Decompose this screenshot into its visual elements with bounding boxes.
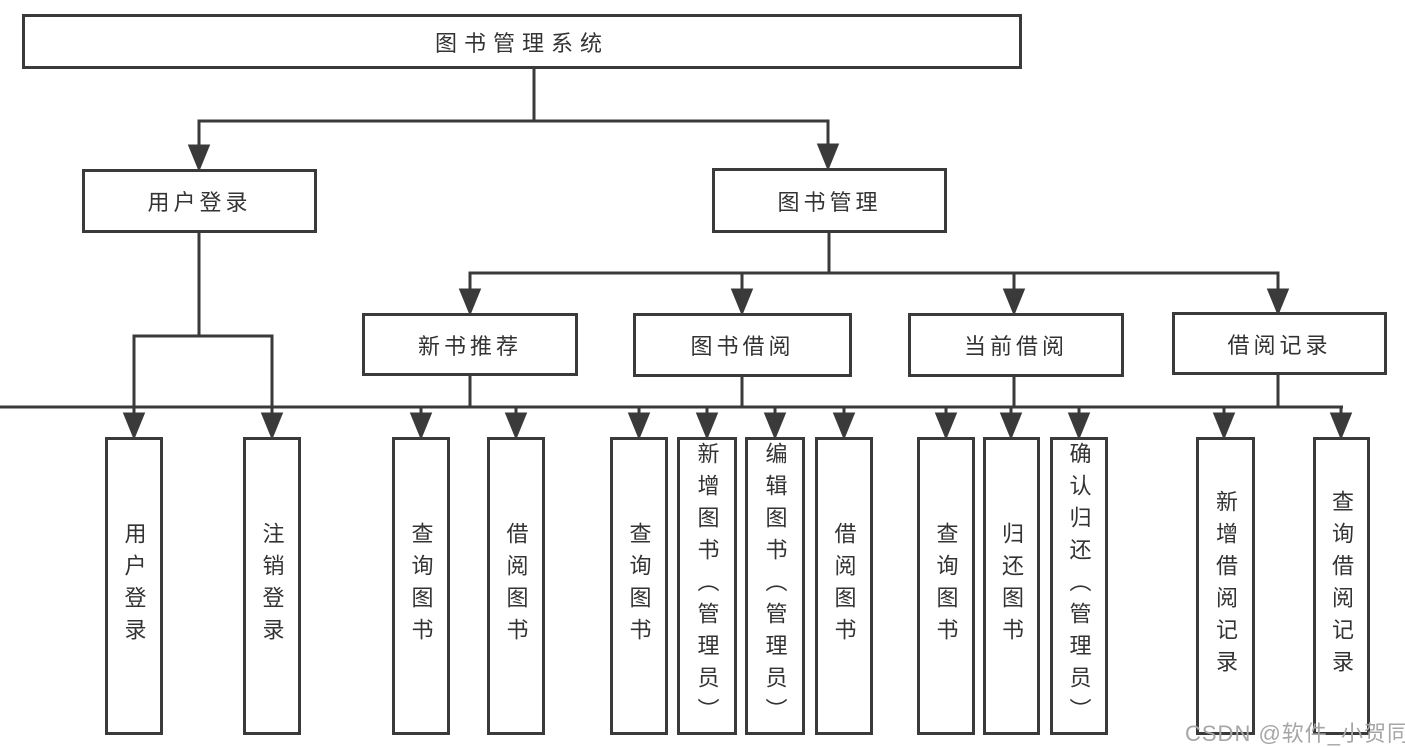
node-label: 用户登录	[147, 190, 252, 215]
leaf-label: 查询借阅记录	[1329, 490, 1355, 682]
leaf-user-login: 用户登录	[105, 437, 163, 735]
connector-user-login	[122, 233, 284, 440]
leaf-label: 查询图书	[408, 522, 434, 650]
node-label: 图书借阅	[690, 334, 795, 359]
leaf-borrow-book: 借阅图书	[815, 437, 873, 735]
leaf-logout: 注销登录	[243, 437, 301, 735]
node-label: 图书管理系统	[434, 30, 609, 56]
node-label: 图书管理	[777, 189, 882, 215]
leaf-label: 借阅图书	[831, 522, 857, 650]
node-library-management-system: 图书管理系统	[22, 14, 1022, 69]
leaf-query-current-book: 查询图书	[917, 437, 975, 735]
leaf-label: 新增图书（管理员）	[694, 442, 720, 730]
leaf-label: 查询图书	[933, 522, 959, 650]
leaf-label: 编辑图书（管理员）	[762, 442, 788, 730]
csdn-watermark: CSDN @软件_小贺同学	[1185, 721, 1405, 746]
leaf-label: 归还图书	[999, 522, 1025, 650]
node-label: 新书推荐	[417, 333, 522, 359]
leaf-query-borrow-record: 查询借阅记录	[1313, 437, 1370, 735]
leaf-confirm-return-admin: 确认归还（管理员）	[1050, 437, 1108, 735]
leaf-return-book: 归还图书	[983, 437, 1040, 735]
connector-root	[187, 69, 840, 172]
leaf-label: 用户登录	[121, 522, 147, 650]
leaf-label: 确认归还（管理员）	[1066, 442, 1092, 730]
leaf-query-book: 查询图书	[610, 437, 668, 735]
connector-book-management	[458, 233, 1290, 316]
node-borrow-records: 借阅记录	[1172, 312, 1387, 375]
leaf-label: 新增借阅记录	[1213, 490, 1239, 682]
node-book-borrow: 图书借阅	[633, 313, 852, 377]
node-new-book-recommend: 新书推荐	[362, 313, 578, 376]
node-label: 当前借阅	[963, 334, 1068, 359]
leaf-label: 借阅图书	[503, 522, 529, 650]
connector-borrow-records	[0, 375, 1353, 440]
leaf-borrow-book-recommend: 借阅图书	[487, 437, 545, 735]
leaf-add-book-admin: 新增图书（管理员）	[677, 437, 737, 735]
leaf-add-borrow-record: 新增借阅记录	[1196, 437, 1255, 735]
node-user-login: 用户登录	[82, 169, 317, 233]
leaf-label: 注销登录	[259, 522, 285, 650]
leaf-edit-book-admin: 编辑图书（管理员）	[745, 437, 805, 735]
leaf-query-book-recommend: 查询图书	[392, 437, 450, 735]
node-book-management: 图书管理	[712, 168, 947, 233]
node-label: 借阅记录	[1227, 332, 1332, 358]
node-current-borrow: 当前借阅	[908, 313, 1124, 377]
leaf-label: 查询图书	[626, 522, 652, 650]
